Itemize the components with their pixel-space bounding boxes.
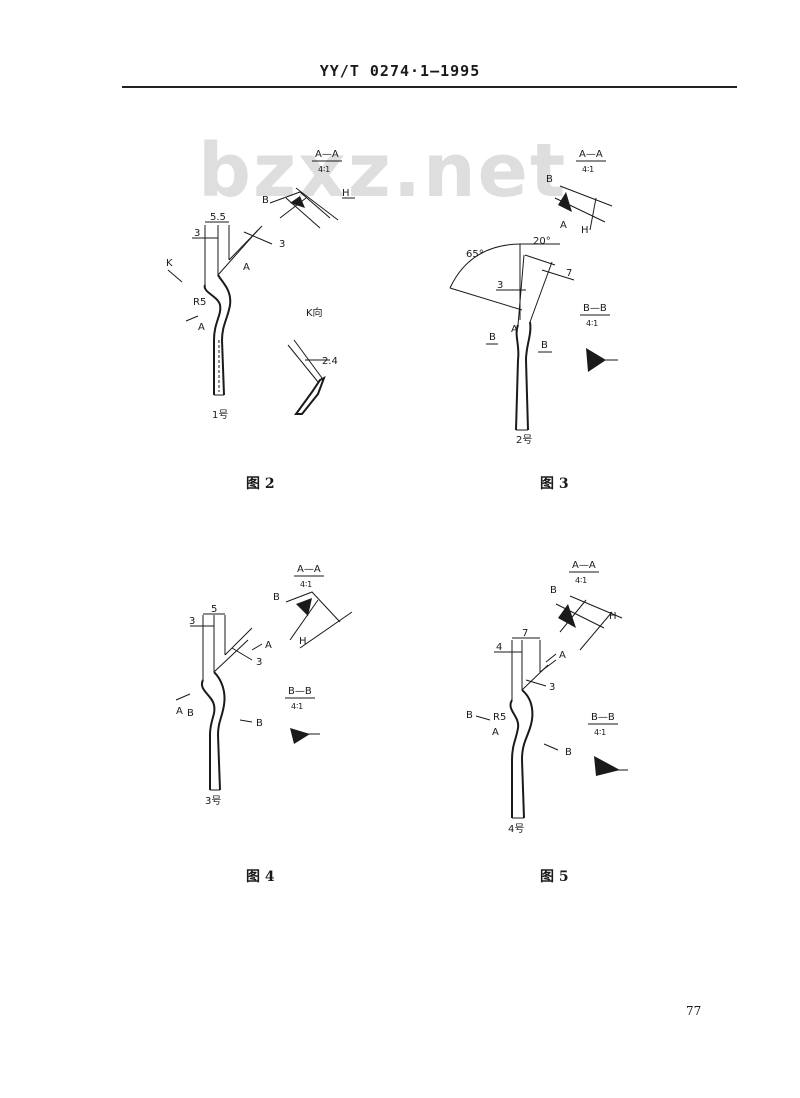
fig3-dim-7: 7 bbox=[566, 268, 572, 279]
fig4-scale-bb: 4∶1 bbox=[291, 702, 303, 711]
fig5-label-a-bottom: A bbox=[492, 727, 499, 738]
fig5-label-a-top: A bbox=[559, 650, 566, 661]
fig5-scale-bb: 4∶1 bbox=[594, 728, 606, 737]
fig2-label-b: B bbox=[262, 195, 269, 206]
fig5-dim-3: 3 bbox=[549, 682, 555, 693]
fig3-section-bb: B—B bbox=[583, 303, 607, 314]
fig4-dim-3b: 3 bbox=[256, 657, 262, 668]
fig5-label-h: H bbox=[609, 611, 617, 622]
header-rule bbox=[122, 86, 737, 88]
fig4-label-b-left: B bbox=[187, 708, 194, 719]
fig2-label-a-top: A bbox=[243, 262, 250, 273]
fig4-label-h: H bbox=[299, 636, 307, 647]
fig3-scale-aa: 4∶1 bbox=[582, 165, 594, 174]
fig5-section-bb: B—B bbox=[591, 712, 615, 723]
fig5-label-r5: R5 bbox=[493, 712, 506, 723]
fig2-dim-5-5: 5.5 bbox=[210, 212, 226, 223]
fig5-label-b-right: B bbox=[565, 747, 572, 758]
fig2-number-label: 1号 bbox=[212, 409, 228, 421]
fig3-label-a-body: A bbox=[511, 324, 518, 335]
fig5-section-aa: A—A bbox=[572, 560, 596, 571]
fig3-angle-65: 65° bbox=[466, 249, 484, 260]
watermark: bzxz.net bbox=[198, 128, 568, 214]
figure-4-caption: 图 4 bbox=[246, 869, 275, 885]
figure-4-drawing: A—A 4∶1 B H 5 3 3 A 3号 A B B B—B 4∶1 bbox=[175, 564, 353, 807]
fig2-dim-3a: 3 bbox=[194, 228, 200, 239]
fig4-dim-5: 5 bbox=[211, 604, 217, 615]
fig3-number-label: 2号 bbox=[516, 434, 532, 446]
fig5-scale-aa: 4∶1 bbox=[575, 576, 587, 585]
fig4-label-b-right: B bbox=[256, 718, 263, 729]
fig5-dim-4: 4 bbox=[496, 642, 502, 653]
fig4-section-aa: A—A bbox=[297, 564, 321, 575]
fig3-label-b-left: B bbox=[489, 332, 496, 343]
fig2-label-h: H bbox=[342, 188, 350, 199]
fig3-section-aa: A—A bbox=[579, 149, 603, 160]
fig4-label-a-top: A bbox=[265, 640, 272, 651]
figure-5-drawing: A—A 4∶1 B H 7 4 A 3 4号 B R5 A B B—B bbox=[466, 560, 628, 835]
fig4-number-label: 3号 bbox=[205, 795, 221, 807]
figure-2-caption: 图 2 bbox=[246, 476, 275, 492]
fig3-label-h: H bbox=[581, 225, 589, 236]
fig2-section-aa: A—A bbox=[315, 149, 339, 160]
fig3-dim-3: 3 bbox=[497, 280, 503, 291]
fig3-label-a-top: A bbox=[560, 220, 567, 231]
standard-header: YY/T 0274·1—1995 bbox=[319, 62, 481, 80]
fig2-label-k: K bbox=[166, 258, 173, 269]
fig3-label-b: B bbox=[546, 174, 553, 185]
fig5-dim-7: 7 bbox=[522, 628, 528, 639]
figure-2-drawing: A—A 4∶1 B H 5.5 3 3 A K R5 A 1号 bbox=[166, 149, 355, 421]
fig4-label-b: B bbox=[273, 592, 280, 603]
figure-3-caption: 图 3 bbox=[540, 476, 569, 492]
fig2-scale-aa: 4∶1 bbox=[318, 165, 330, 174]
fig2-label-r5: R5 bbox=[193, 297, 206, 308]
fig5-label-b-left: B bbox=[466, 710, 473, 721]
fig5-label-b: B bbox=[550, 585, 557, 596]
page-number: 77 bbox=[686, 1004, 702, 1018]
figure-5-caption: 图 5 bbox=[540, 869, 569, 885]
fig2-dim-2-4: 2.4 bbox=[322, 356, 338, 367]
fig4-section-bb: B—B bbox=[288, 686, 312, 697]
fig3-angle-20: 20° bbox=[533, 236, 551, 247]
fig4-label-a-bottom: A bbox=[176, 706, 183, 717]
fig4-scale-aa: 4∶1 bbox=[300, 580, 312, 589]
fig2-label-a-bottom: A bbox=[198, 322, 205, 333]
fig5-number-label: 4号 bbox=[508, 823, 524, 835]
fig2-dim-3b: 3 bbox=[279, 239, 285, 250]
fig4-dim-3a: 3 bbox=[189, 616, 195, 627]
fig3-scale-bb: 4∶1 bbox=[586, 319, 598, 328]
fig3-label-b-right: B bbox=[541, 340, 548, 351]
fig2-k-view: K向 bbox=[306, 306, 323, 319]
figure-3-drawing: A—A 4∶1 B A H 65° 20° 7 3 A 2号 B B B—B bbox=[449, 149, 618, 446]
